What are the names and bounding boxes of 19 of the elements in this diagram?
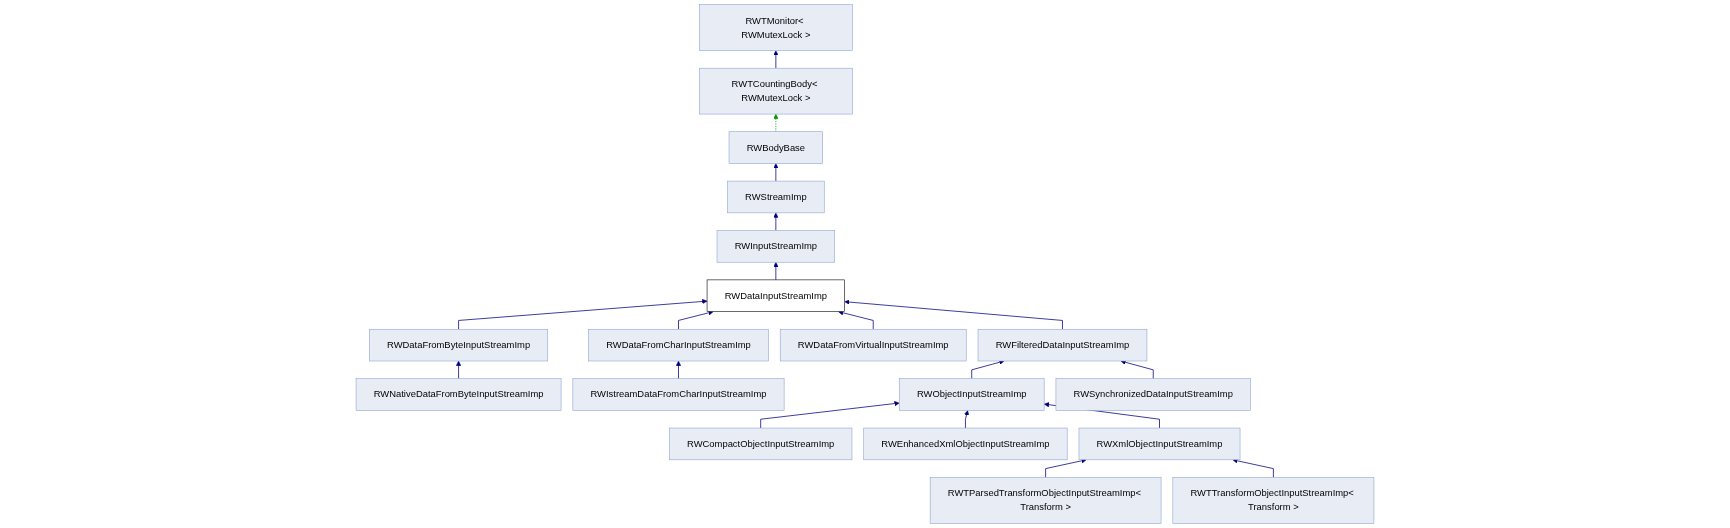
node-box: RWCompactObjectInputStreamImp — [669, 427, 853, 461]
node-box: RWStreamImp — [727, 180, 825, 214]
node-box: RWXmlObjectInputStreamImp — [1078, 427, 1241, 461]
node-box: RWDataInputStreamImp — [706, 279, 845, 312]
node-box: RWFilteredDataInputStreamImp — [977, 328, 1148, 362]
node-box: RWTCountingBody< RWMutexLock > — [699, 67, 853, 115]
node-box: RWDataFromByteInputStreamImp — [369, 328, 549, 362]
node-box: RWTParsedTransformObjectInputStreamImp< Transform > — [929, 477, 1162, 524]
node-box: RWDataFromCharInputStreamImp — [588, 328, 769, 362]
node-box: RWObjectInputStreamImp — [899, 378, 1045, 411]
node-box: RWTTransformObjectInputStreamImp< Transform > — [1172, 477, 1375, 524]
node-box: RWTMonitor< RWMutexLock > — [699, 4, 853, 51]
node-box: RWInputStreamImp — [716, 230, 835, 263]
node-box: RWNativeDataFromByteInputStreamImp — [355, 378, 562, 411]
node-box: RWEnhancedXmlObjectInputStreamImp — [863, 427, 1068, 461]
node-box: RWBodyBase — [728, 131, 823, 164]
node-box: RWIstreamDataFromCharInputStreamImp — [572, 378, 785, 411]
node-box: RWDataFromVirtualInputStreamImp — [779, 328, 967, 362]
node-box: RWSynchronizedDataInputStreamImp — [1055, 378, 1251, 411]
